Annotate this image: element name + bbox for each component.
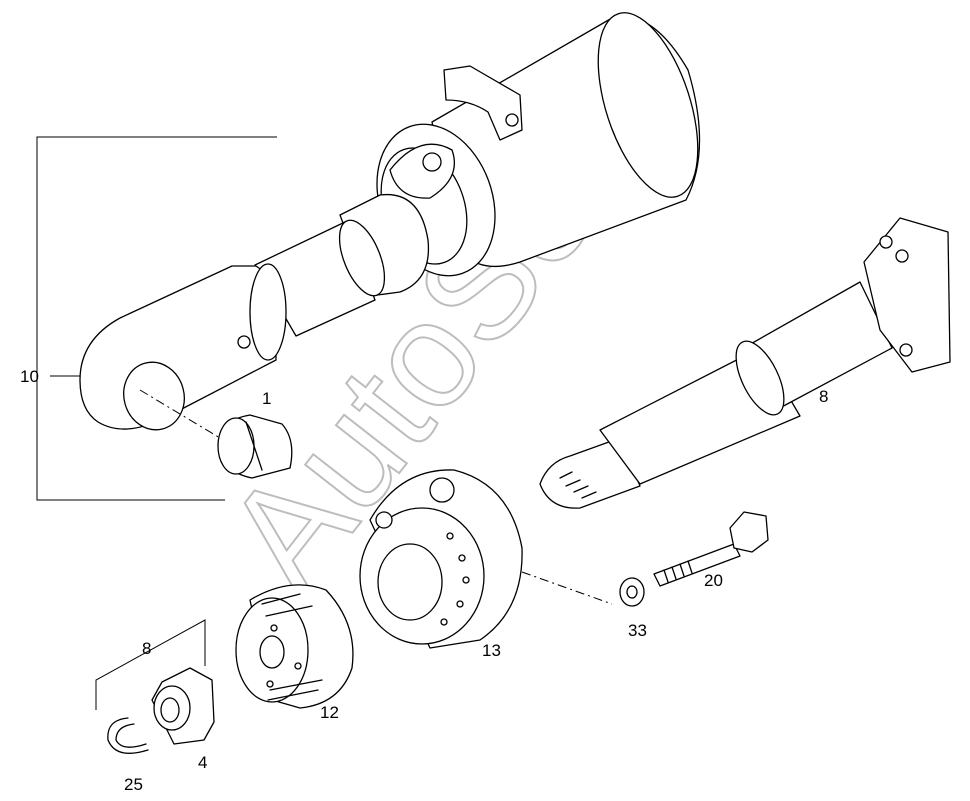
bracket-8-group [95,619,206,710]
bracket-10 [36,136,277,501]
label-part-13: 13 [482,641,501,660]
cylinder-head [359,469,613,649]
piston [235,584,354,709]
label-part-4: 4 [198,753,207,772]
label-part-20: 20 [704,571,723,590]
label-part-25: 25 [124,775,143,794]
snap-ring [107,717,149,754]
nut [151,667,215,745]
label-part-10: 10 [20,367,39,386]
label-part-12: 12 [320,703,339,722]
bolt [653,511,769,587]
washer [619,577,645,607]
piston-rod-eye [79,193,430,451]
label-part-8-rod: 8 [819,387,828,406]
bushing [217,414,293,479]
label-part-33: 33 [628,621,647,640]
label-part-8-group: 8 [142,639,151,658]
label-part-1: 1 [262,389,271,408]
piston-rod [539,217,951,509]
